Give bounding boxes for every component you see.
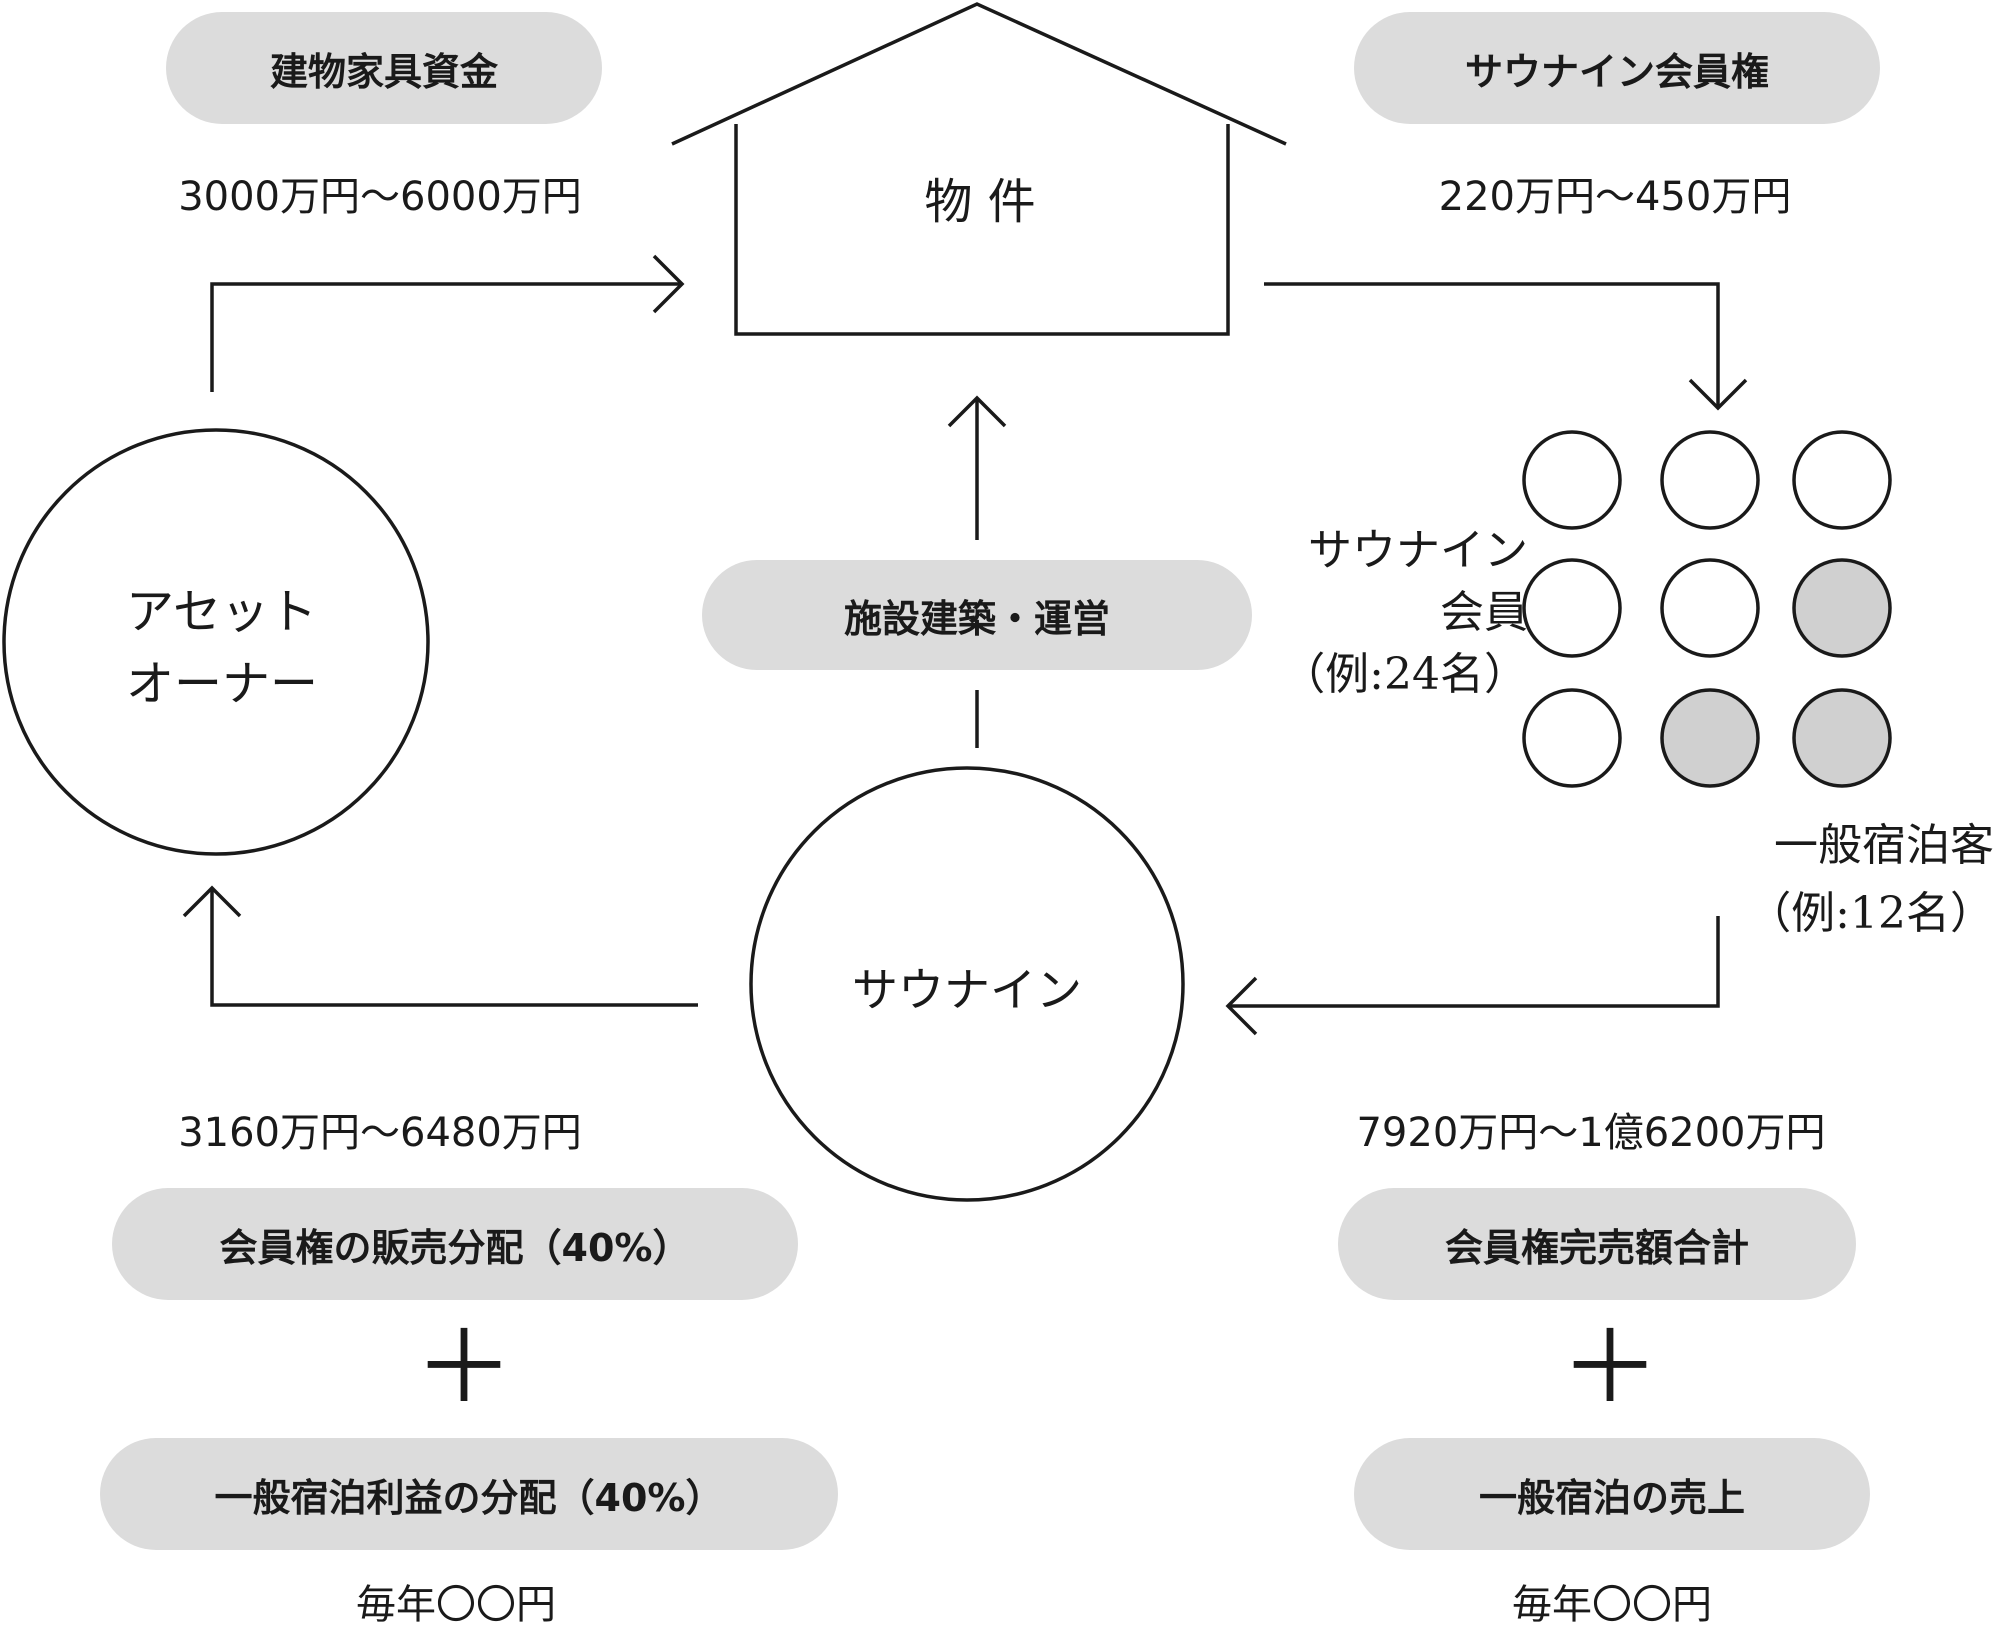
- saunain-revenue-item1-pill: 会員権完売額合計: [1338, 1188, 1856, 1300]
- members-to-saunain-arrowhead: [1225, 976, 1258, 1036]
- guests-group-label: 一般宿泊客 （例:12名）: [1700, 812, 1994, 948]
- funds-pill: 建物家具資金: [166, 12, 602, 124]
- construction-to-property-arrowhead: [947, 395, 1007, 428]
- owner-to-property-connector: [210, 282, 682, 392]
- saunain-label: サウナイン: [852, 963, 1082, 1017]
- member-circle: [1792, 430, 1892, 530]
- guests-group-line1: 一般宿泊客: [1774, 820, 1994, 871]
- owner-to-property-arrowhead: [652, 254, 685, 314]
- asset-owner-label-line2: オーナー: [126, 656, 319, 712]
- members-to-saunain-connector: [1228, 916, 1720, 1008]
- asset-owner-label: アセット オーナー: [126, 576, 318, 720]
- property-to-members-connector: [1264, 282, 1720, 408]
- construction-pill: 施設建築・運営: [702, 560, 1252, 670]
- membership-amount: 220万円〜450万円: [1438, 174, 1792, 220]
- property-house-walls: [734, 124, 1230, 336]
- members-group-line2: 会員: [1440, 587, 1528, 638]
- owner-return-plus: ＋: [414, 1309, 514, 1426]
- guests-group-line2: （例:12名）: [1747, 888, 1994, 939]
- funds-amount: 3000万円〜6000万円: [178, 174, 582, 220]
- members-group-line1: サウナイン: [1308, 525, 1528, 576]
- saunain-to-owner-connector: [210, 888, 698, 1007]
- property-label: 物 件: [924, 174, 1036, 230]
- saunain-revenue-amount: 7920万円〜1億6200万円: [1356, 1110, 1826, 1156]
- owner-return-annual: 毎年〇〇円: [356, 1582, 556, 1628]
- saunain-to-owner-arrowhead: [182, 885, 242, 918]
- asset-owner-circle: [2, 428, 430, 856]
- saunain-revenue-annual: 毎年〇〇円: [1512, 1582, 1712, 1628]
- asset-owner-label-line1: アセット: [126, 584, 318, 640]
- member-circle: [1660, 430, 1760, 530]
- guest-circle: [1792, 558, 1892, 658]
- member-circle: [1522, 558, 1622, 658]
- members-group-label: サウナイン 会員 （例:24名）: [1280, 520, 1528, 706]
- owner-return-amount: 3160万円〜6480万円: [178, 1110, 582, 1156]
- guest-circle: [1660, 688, 1760, 788]
- owner-return-item1-pill: 会員権の販売分配（40%）: [112, 1188, 798, 1300]
- member-circle: [1522, 430, 1622, 530]
- membership-pill: サウナイン会員権: [1354, 12, 1880, 124]
- members-group-line3: （例:24名）: [1281, 649, 1528, 700]
- property-to-members-arrowhead: [1688, 378, 1748, 411]
- saunain-revenue-item2-pill: 一般宿泊の売上: [1354, 1438, 1870, 1550]
- property-house-roof: [671, 2, 1287, 146]
- owner-return-item2-pill: 一般宿泊利益の分配（40%）: [100, 1438, 838, 1550]
- saunain-revenue-plus: ＋: [1560, 1309, 1660, 1426]
- member-circle: [1660, 558, 1760, 658]
- member-circle: [1522, 688, 1622, 788]
- guest-circle: [1792, 688, 1892, 788]
- saunain-circle: [749, 766, 1185, 1202]
